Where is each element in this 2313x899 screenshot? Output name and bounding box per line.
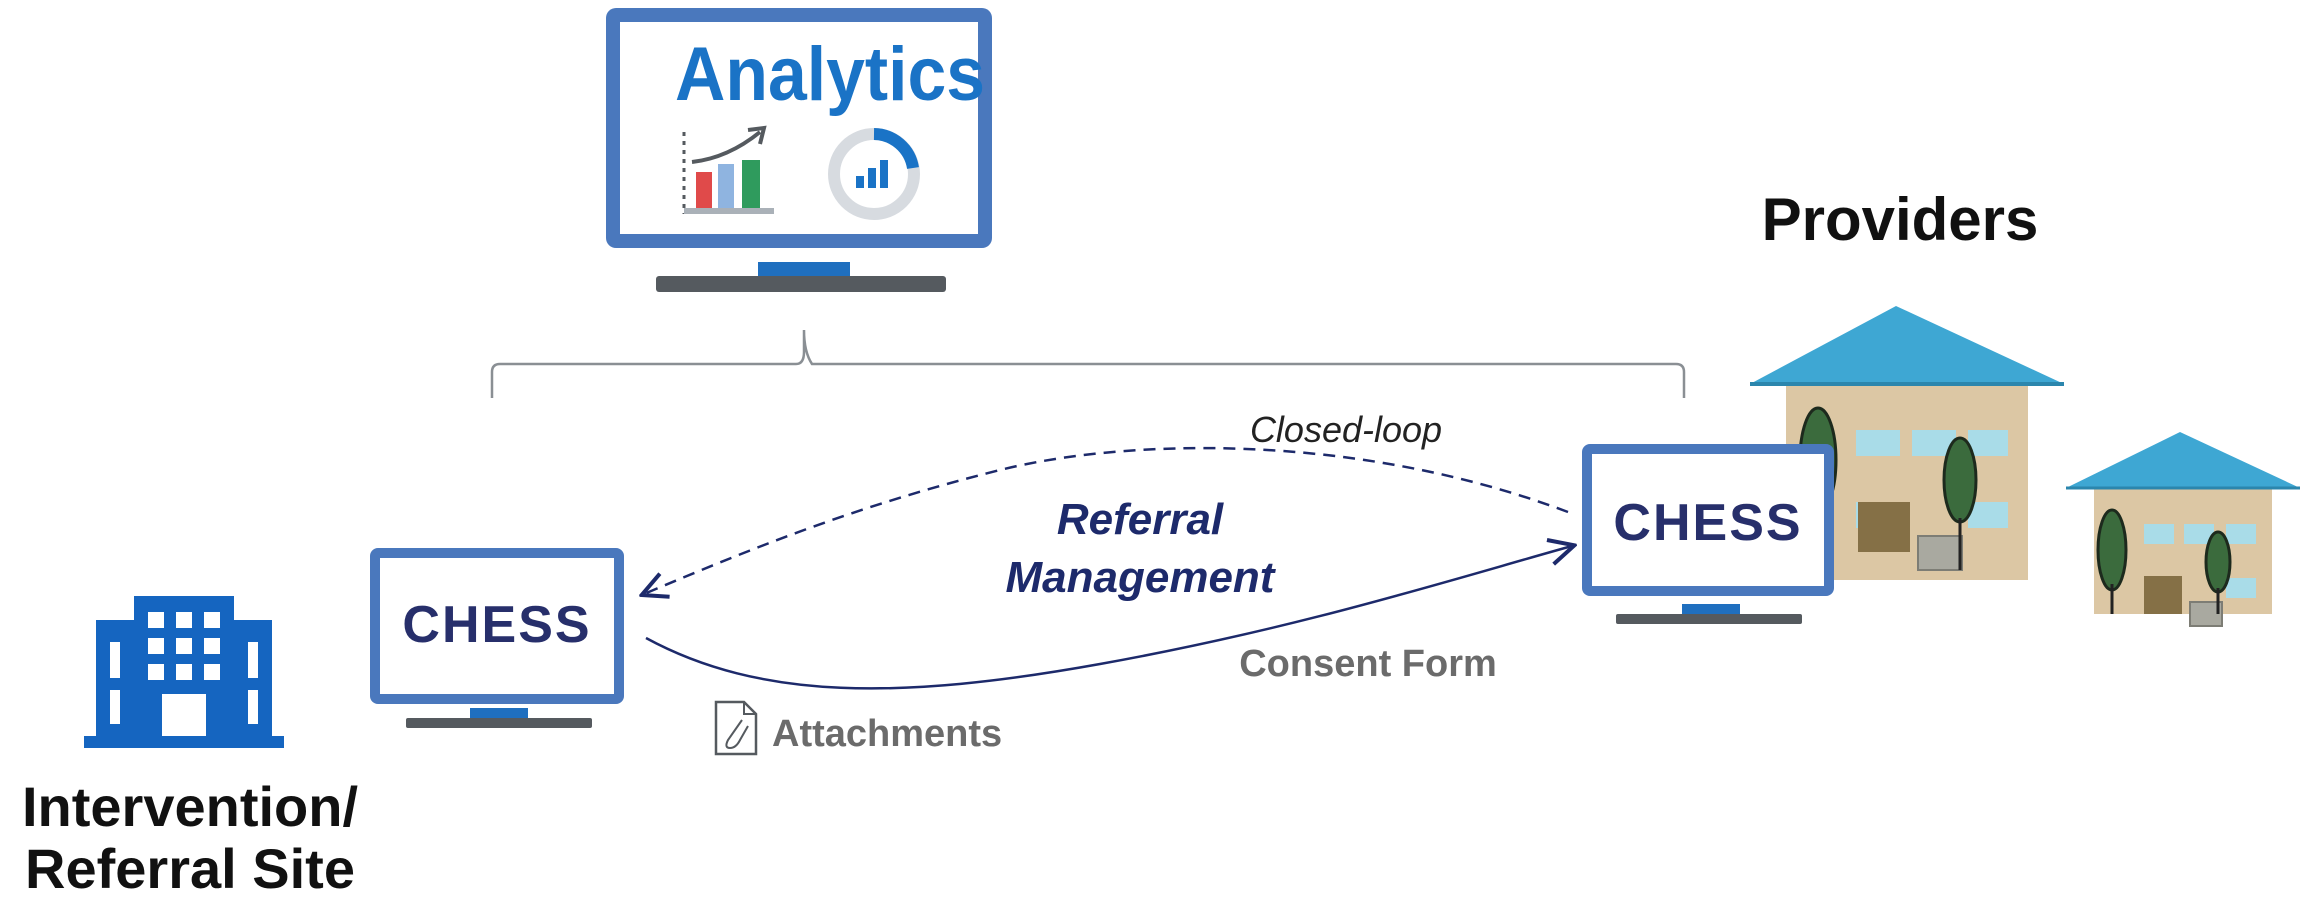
office-building-icon: [84, 596, 284, 748]
chess-monitor-intervention: CHESS: [370, 548, 624, 728]
chess-label-provider: CHESS: [1613, 494, 1802, 552]
bar-chart-trend-icon: [682, 125, 774, 214]
network-brace: [490, 329, 1686, 398]
consent-form-label: Consent Form: [1239, 643, 1497, 685]
referral-arrow: [645, 546, 1572, 690]
referral-label-line1: Referral: [1057, 495, 1224, 544]
chess-label-intervention: CHESS: [402, 596, 591, 654]
chess-monitor-provider: CHESS: [1582, 444, 1834, 624]
attachments-label: Attachments: [772, 713, 1002, 755]
intervention-label-line1: Intervention/: [22, 775, 358, 838]
intervention-label-line2: Referral Site: [25, 837, 355, 899]
closed-loop-label: Closed-loop: [1250, 409, 1442, 450]
paperclip-document-icon: [714, 700, 758, 756]
analytics-title: Analytics: [675, 32, 985, 117]
closed-loop-arrow: [644, 446, 1569, 594]
analytics-monitor: Analytics: [606, 8, 992, 292]
donut-chart-icon: [828, 128, 920, 220]
providers-label: Providers: [1762, 186, 2039, 253]
provider-house-small: [2066, 432, 2300, 627]
referral-label-line2: Management: [1006, 553, 1277, 602]
